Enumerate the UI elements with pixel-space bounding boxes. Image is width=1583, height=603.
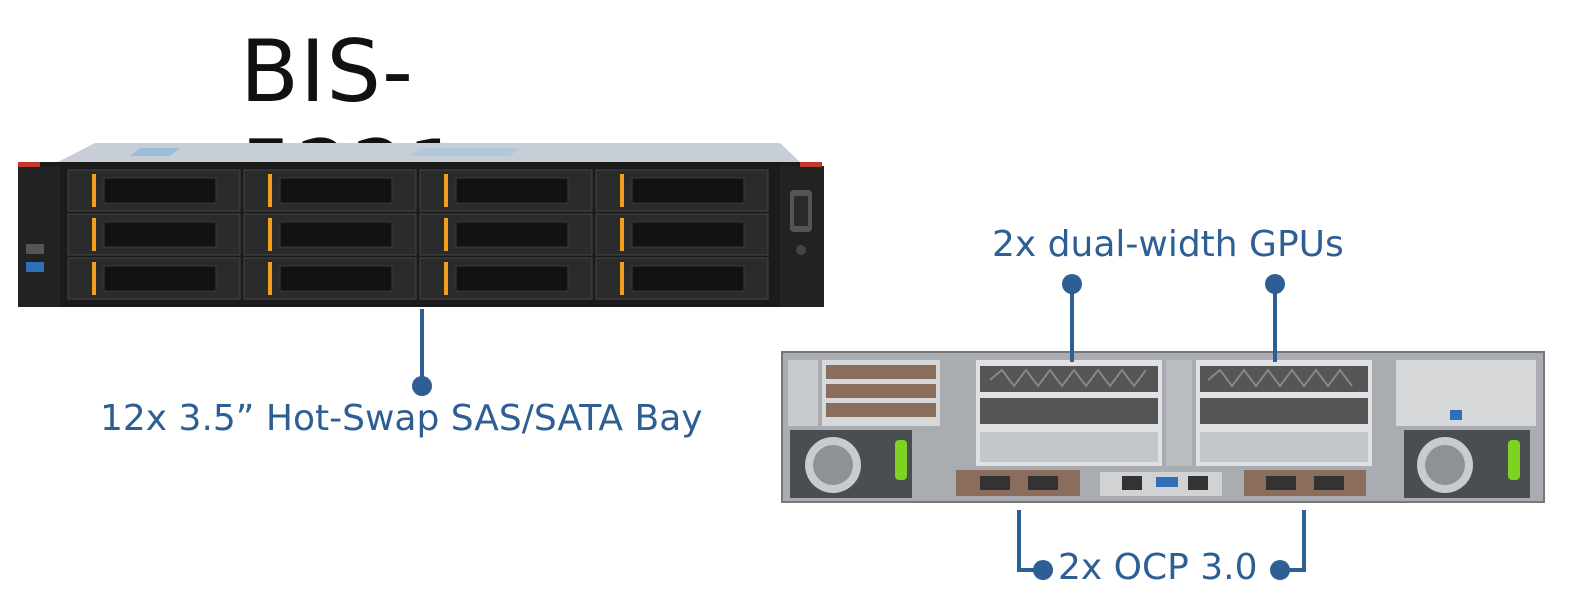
- drive-bay-tray: [67, 213, 241, 256]
- drive-bay-tray: [419, 257, 593, 300]
- drive-bay-tray: [67, 169, 241, 212]
- drive-bay-grid: [67, 169, 769, 300]
- drive-bay-callout: 12x 3.5” Hot-Swap SAS/SATA Bay: [100, 398, 703, 439]
- rack-ear-right: [780, 166, 824, 307]
- drive-bay-tray: [595, 213, 769, 256]
- drive-bay-tray: [243, 213, 417, 256]
- tray-latch-icon: [444, 174, 448, 207]
- tray-latch-icon: [444, 218, 448, 251]
- gpu-callout: 2x dual-width GPUs: [992, 224, 1344, 265]
- callout-lines: [412, 274, 1306, 580]
- power-button-icon: [796, 245, 806, 255]
- drive-bay-tray: [595, 257, 769, 300]
- drive-bay-tray: [419, 213, 593, 256]
- lan-port-icon: [1188, 476, 1208, 490]
- psu-latch-icon: [895, 440, 907, 480]
- ocp-module-left: [956, 470, 1080, 496]
- tray-latch-icon: [268, 218, 272, 251]
- tray-latch-icon: [620, 174, 624, 207]
- ocp-module-right: [1244, 470, 1366, 496]
- tray-latch-icon: [620, 262, 624, 295]
- ocp-callout: 2x OCP 3.0: [1058, 547, 1258, 588]
- rack-ear-left: [18, 166, 60, 307]
- tray-latch-icon: [92, 174, 96, 207]
- drive-bay-tray: [243, 169, 417, 212]
- tray-latch-icon: [444, 262, 448, 295]
- usb3-port-icon: [26, 262, 44, 272]
- tray-latch-icon: [268, 262, 272, 295]
- drive-bay-tray: [419, 169, 593, 212]
- server-front-view: [18, 143, 824, 307]
- tray-latch-icon: [620, 218, 624, 251]
- usb-port-icon: [26, 244, 44, 254]
- drive-bay-tray: [67, 257, 241, 300]
- tray-latch-icon: [92, 262, 96, 295]
- drive-bay-tray: [595, 169, 769, 212]
- tray-latch-icon: [92, 218, 96, 251]
- tray-latch-icon: [268, 174, 272, 207]
- usb3-port-icon: [1156, 477, 1178, 487]
- lan-port-icon: [1122, 476, 1142, 490]
- server-rear-view: [781, 351, 1545, 503]
- drive-bay-tray: [243, 257, 417, 300]
- psu-latch-icon: [1508, 440, 1520, 480]
